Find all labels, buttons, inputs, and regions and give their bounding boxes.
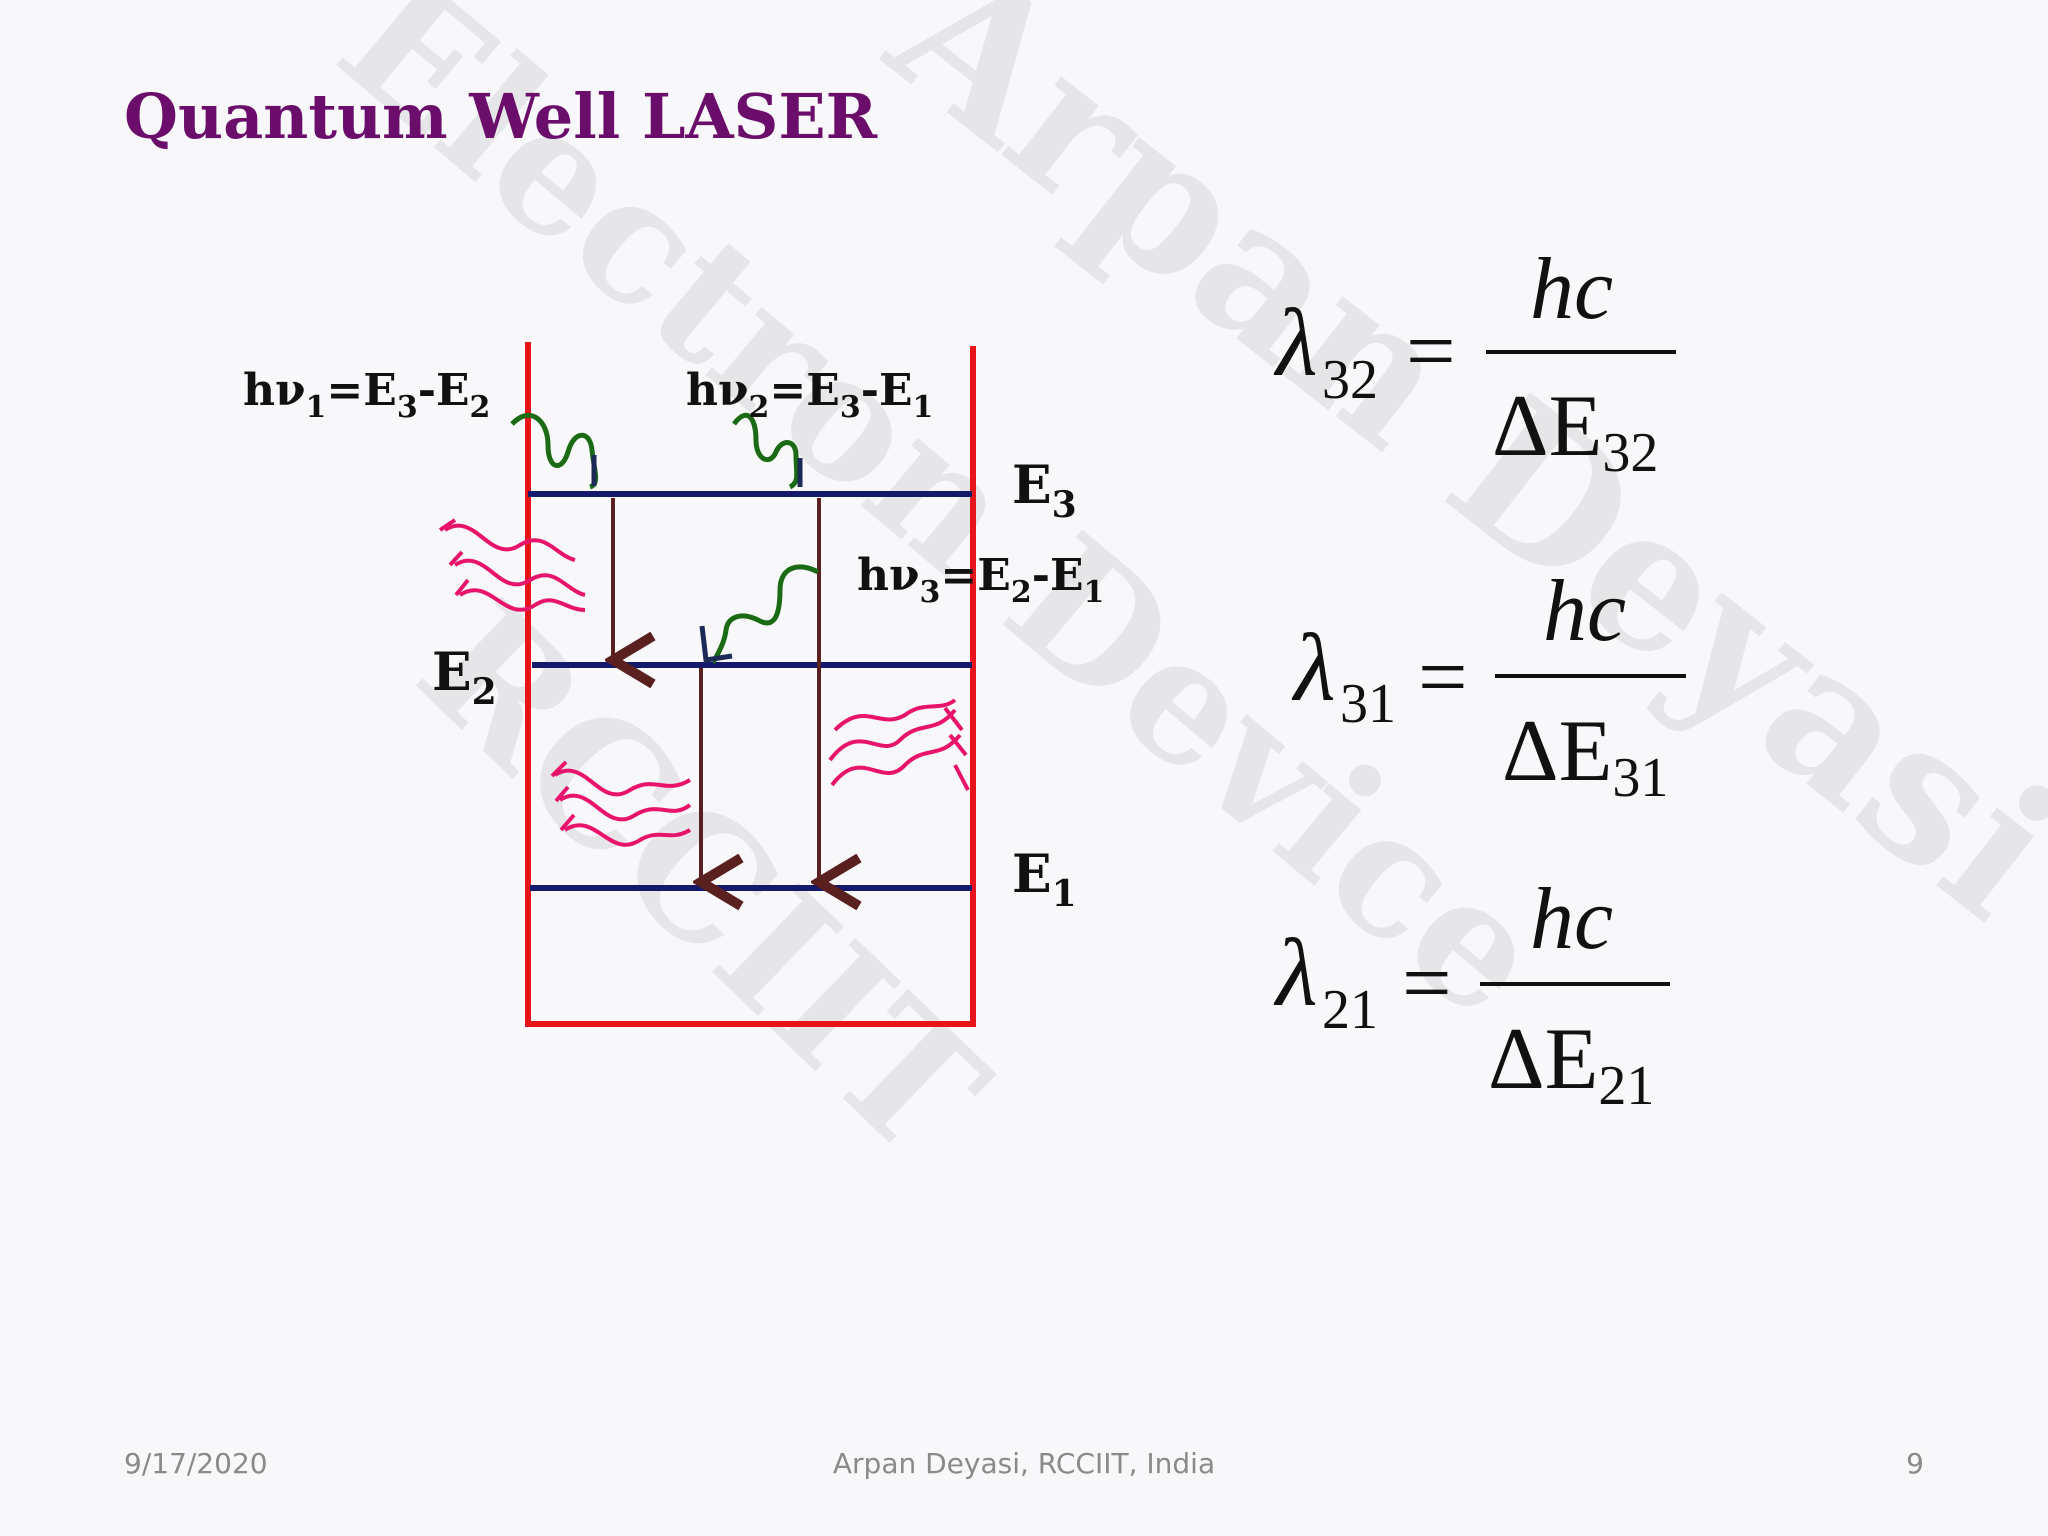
svg-text:=: = [1418,629,1468,726]
absorbed-photon-2 [731,412,803,490]
svg-text:=: = [1406,303,1456,400]
svg-text:λ: λ [1291,614,1336,721]
absorbed-photon-3 [699,564,820,665]
svg-text:hc: hc [1530,871,1613,968]
equation-lambda-32: hc ΔE32 λ 32 = [1273,241,1676,484]
emitted-photon-group-3-2 [438,518,586,612]
slide-title: Quantum Well LASER [124,80,878,153]
equation-lambda-31: hc ΔE31 λ 31 = [1291,563,1686,809]
svg-text:31: 31 [1340,673,1396,735]
svg-text:ΔE21: ΔE21 [1488,1011,1654,1117]
svg-text:21: 21 [1322,979,1378,1041]
quantum-well [525,342,976,1027]
energy-level-e3-label: E3 [1012,455,1077,526]
svg-text:hc: hc [1543,563,1626,660]
svg-text:λ: λ [1273,919,1318,1026]
emitted-photon-group-2-1 [550,760,692,847]
svg-text:ΔE32: ΔE32 [1492,378,1658,484]
photon-energy-label-2: hν2=E3-E1 [686,365,933,425]
energy-level-e1-label: E1 [1012,844,1077,915]
svg-text:λ: λ [1273,289,1318,396]
photon-energy-label-1: hν1=E3-E2 [243,365,490,425]
svg-text:=: = [1402,935,1452,1032]
photon-energy-label-3: hν3=E2-E1 [857,550,1104,610]
energy-level-e2-label: E2 [432,642,497,713]
emitted-photon-group-3-1 [828,698,970,791]
svg-text:ΔE31: ΔE31 [1502,703,1668,809]
footer-author: Arpan Deyasi, RCCIIT, India [832,1447,1216,1480]
equation-lambda-21: hc ΔE21 λ 21 = [1273,871,1670,1117]
absorbed-photon-1 [510,412,599,490]
svg-text:hc: hc [1530,241,1613,338]
svg-text:32: 32 [1322,349,1378,411]
footer-page-number: 9 [1906,1447,1924,1480]
footer-date: 9/17/2020 [124,1447,268,1480]
